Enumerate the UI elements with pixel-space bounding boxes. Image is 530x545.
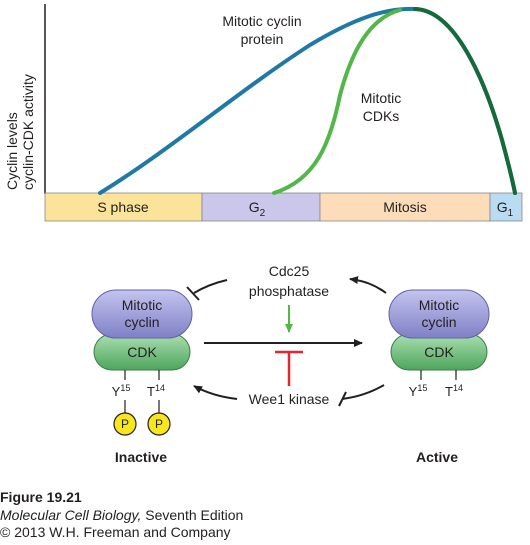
active-complex: CDK Mitotic cyclin Y15 T14 Active [388,289,490,465]
y-axis-label-line2: cyclin-CDK activity [20,74,36,190]
book-citation: Molecular Cell Biology, Seventh Edition [0,507,530,525]
cdc25-top-inhibit-bar [186,286,200,301]
book-edition: Seventh Edition [141,506,244,523]
active-cyclin-label-line1: Mitotic [419,297,459,313]
wee1-inhibit-line [341,384,385,400]
cyclin-label-line2: protein [241,31,284,47]
inactive-label: Inactive [115,449,167,465]
phase-g1-bg [489,192,523,222]
y-axis-label-line1: Cyclin levels [4,112,20,190]
inactive-y15-label: Y15 [112,383,131,399]
active-cyclin-shape [388,289,490,339]
cdk-label-line2: CDKs [363,108,400,124]
cdc25-label-line2: phosphatase [249,283,329,299]
active-label: Active [416,449,458,465]
active-y15-label: Y15 [409,383,428,399]
phosphate-t14-icon [147,412,171,436]
wee1-inhibit-bar [338,391,347,407]
inactive-cyclin-shape [91,289,193,339]
active-cdk-label: CDK [424,344,454,360]
cdc25-top-inhibit-line [193,279,228,294]
regulation-diagram: Cdc25 phosphatase Wee1 kinase CDK Mitoti… [91,263,490,465]
phase-mitosis-bg [319,192,491,222]
cdc25-label-line1: Cdc25 [269,263,310,279]
inactive-t14-label: T14 [147,383,165,399]
cyclin-label-line1: Mitotic cyclin [222,13,301,29]
inactive-complex: CDK Mitotic cyclin Y15 T14 P P Inactive [91,289,193,465]
cdk-label-line1: Mitotic [361,90,401,106]
figure-caption: Figure 19.21 Molecular Cell Biology, Sev… [0,489,530,542]
wee1-arrow [193,385,238,400]
phosphate-y15-label: P [121,417,129,431]
copyright-line: © 2013 W.H. Freeman and Company [0,524,231,540]
phase-g2-bg [201,192,321,222]
wee1-inhibit-mark [275,350,303,386]
phase-mitosis-label: Mitosis [383,199,427,215]
cdk-cyclin-overlap-curve [413,7,517,195]
phase-s-label: S phase [97,199,149,215]
mitotic-cdk-curve [272,8,402,195]
active-t14-label: T14 [445,383,463,399]
cycle-graph: Cyclin levels cyclin-CDK activity S phas… [4,4,523,222]
phase-bar: S phase G2 Mitosis G1 [44,192,523,222]
phase-g2-label: G2 [249,199,266,219]
phase-g1-label: G1 [497,199,514,219]
inactive-cdk-label: CDK [127,344,157,360]
phosphate-t14-label: P [155,417,163,431]
inactive-cyclin-label-line1: Mitotic [122,297,162,313]
inactive-cyclin-label-line2: cyclin [124,314,159,330]
mitotic-cyclin-curve [98,6,517,195]
active-cyclin-label-line2: cyclin [421,314,456,330]
wee1-label: Wee1 kinase [249,391,330,407]
book-title: Molecular Cell Biology, [0,506,142,523]
phosphate-y15-icon [113,412,137,436]
cdc25-top-arrow [349,276,387,294]
figure-number: Figure 19.21 [0,489,82,505]
